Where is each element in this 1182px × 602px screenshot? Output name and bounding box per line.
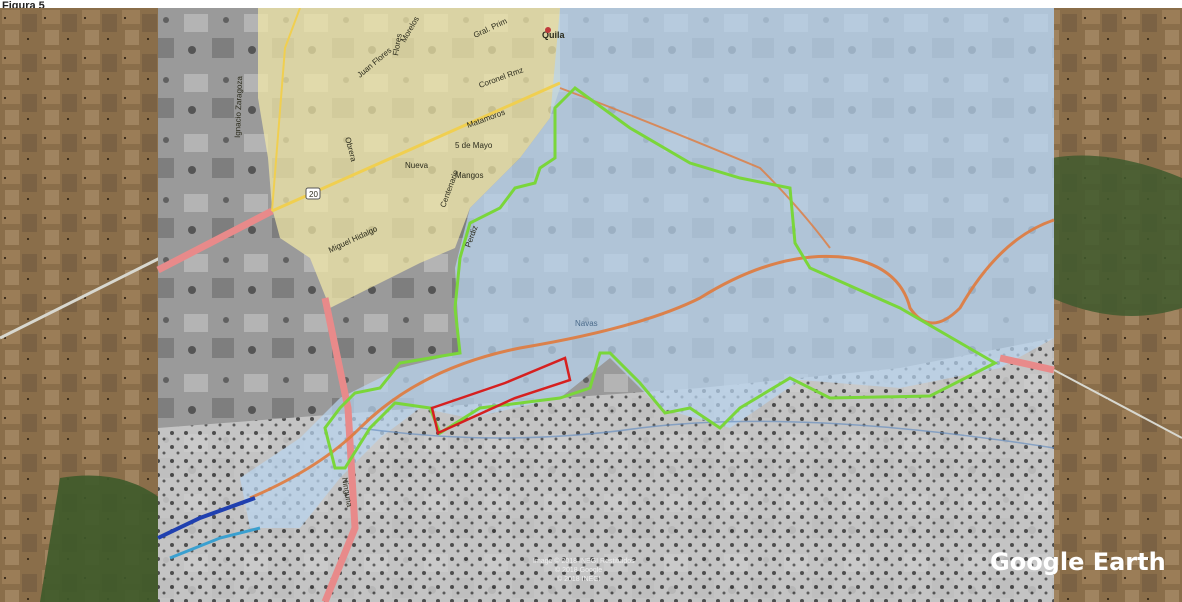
forest-patch-right <box>1052 155 1182 316</box>
town-label: Quila <box>542 30 565 40</box>
river-line-upper <box>559 87 831 249</box>
town-pin-icon <box>545 27 551 33</box>
road-highway-west <box>156 207 274 274</box>
road-south <box>321 297 359 602</box>
street-label-11: Mangos <box>455 171 483 180</box>
river-label: Navas <box>575 319 598 328</box>
study-area-boundary <box>323 86 999 470</box>
street-label-1: Ignacio Zaragoza <box>233 75 244 138</box>
road-east-ext <box>1053 369 1182 439</box>
attribution-line-2: © 2018 Google <box>555 566 602 574</box>
forest-patch-left <box>40 475 160 602</box>
map-view[interactable]: Quila Navas 20 Ignacio Zaragoza Perdiz 5… <box>0 8 1182 602</box>
attribution-line-3: © 2018 INEGI <box>557 575 601 583</box>
flood-zone <box>240 8 1054 528</box>
highway-shield-label: 20 <box>309 190 318 199</box>
canal-left <box>0 256 161 340</box>
google-earth-logo: Google Earth <box>990 548 1166 576</box>
urban-zone <box>258 8 560 308</box>
street-label-14: Flores <box>391 33 404 56</box>
river-line <box>249 218 1055 500</box>
stream-blue <box>157 496 256 540</box>
street-label-3: 5 de Mayo <box>455 141 493 150</box>
site-polygon[interactable] <box>430 356 572 435</box>
stream-faint <box>359 420 1055 449</box>
road-town-north <box>271 8 301 212</box>
highway-shield-icon <box>305 187 321 200</box>
street-label-10: Nueva <box>405 161 429 170</box>
stream-cyan <box>169 526 261 560</box>
road-east <box>999 354 1055 374</box>
hillside-terrain <box>158 338 1054 602</box>
attribution-line-1: Image © 2018 INEGI Restituidos <box>533 557 635 565</box>
